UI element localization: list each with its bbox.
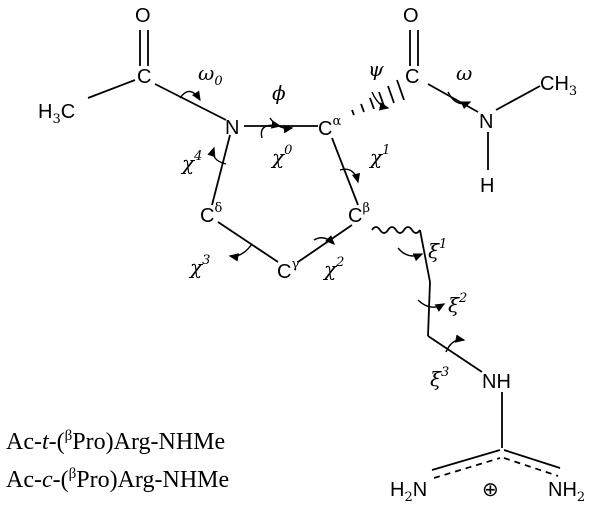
- bond-chain-3: [427, 335, 483, 373]
- bond-ca-cb: [331, 137, 359, 206]
- atom-nh2: NH2: [548, 479, 585, 505]
- atom-calpha: Cα: [318, 114, 341, 140]
- atom-h-n2: H: [480, 175, 494, 197]
- atom-n1: N: [225, 117, 239, 139]
- label-phi: ϕ: [272, 81, 286, 105]
- label-xi2: ξ2: [448, 291, 467, 317]
- atom-c1: C: [137, 66, 151, 88]
- hashed-wedge: [351, 79, 405, 116]
- bond-cb-wavy: [371, 226, 421, 234]
- bond-n1-cd: [211, 134, 231, 206]
- bond-cd-cg: [217, 221, 279, 263]
- atom-h3c: H3C: [38, 101, 75, 127]
- label-chi1: χ1: [368, 143, 390, 169]
- charge-plus-icon: ⊕: [482, 479, 499, 501]
- bond-cz-n-left-dash: [433, 457, 501, 479]
- label-chi2: χ2: [322, 255, 344, 281]
- bond-cz-n-left: [431, 449, 501, 471]
- label-xi1: ξ1: [428, 237, 447, 263]
- label-omega: ω: [456, 61, 472, 85]
- chi1-arrow-icon: [339, 168, 361, 184]
- xi1-arrow-icon: [397, 247, 424, 262]
- chi4-arrow-icon: [207, 146, 227, 165]
- atom-c2: C: [405, 66, 419, 88]
- label-omega0: ω0: [198, 61, 223, 89]
- bond-ch3-c1: [87, 79, 136, 99]
- atom-o1: O: [135, 5, 151, 27]
- atom-cbeta: Cβ: [348, 201, 370, 227]
- label-xi3: ξ3: [430, 365, 449, 391]
- caption-cis: Ac-c-(βPro)Arg-NHMe: [6, 466, 230, 493]
- xi2-arrow-icon: [417, 299, 446, 312]
- label-chi3: χ3: [188, 253, 210, 279]
- chi3-arrow-icon: [228, 243, 253, 262]
- xi3-arrow-icon: [445, 334, 466, 353]
- bond-cz-n-right: [503, 449, 561, 469]
- atom-n2: N: [479, 111, 493, 133]
- bond-c1-n1: [154, 83, 227, 121]
- atom-ch3: CH3: [540, 73, 577, 99]
- bond-cz-n-right-dash: [503, 457, 559, 477]
- bonds: [87, 30, 561, 479]
- bond-n2-ch3: [495, 85, 541, 111]
- bond-cg-cb: [297, 224, 353, 263]
- bond-chain-1: [419, 229, 431, 283]
- caption-trans: Ac-t-(βPro)Arg-NHMe: [6, 428, 226, 455]
- atom-h2n: H2N: [390, 479, 427, 505]
- psi-arrow-icon: [371, 91, 390, 111]
- chi0-arrow-icon: [260, 120, 282, 139]
- label-chi4: χ4: [180, 149, 202, 175]
- label-psi: ψ: [368, 57, 384, 81]
- torsion-labels: ω0 ϕ ψ ω χ0 χ1 χ2 χ3 χ4 ξ1 ξ2 ξ3: [180, 57, 472, 391]
- rotation-arrows: [179, 90, 472, 353]
- label-chi0: χ0: [270, 143, 292, 169]
- atom-cgamma: Cγ: [277, 257, 299, 283]
- chi2-arrow-icon: [313, 235, 335, 245]
- atom-o2: O: [403, 5, 419, 27]
- bond-c2-n2: [427, 83, 479, 113]
- omega0-arrow-icon: [179, 90, 201, 102]
- bond-chain-2: [427, 281, 431, 337]
- atom-labels: O O H3C C C N N H CH3 Cα Cβ Cγ Cδ NH H2N…: [38, 5, 585, 505]
- atom-cdelta: Cδ: [200, 201, 222, 227]
- atom-nh: NH: [482, 371, 511, 393]
- omega-arrow-icon: [447, 91, 472, 110]
